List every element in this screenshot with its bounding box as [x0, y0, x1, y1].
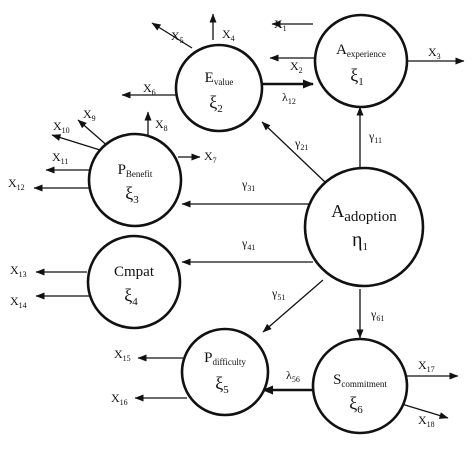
node-compat: Cmpat ξ4 [86, 234, 182, 330]
coef-label-lambda12: λ12 [282, 90, 296, 106]
node-commitment-greek-sub: 6 [357, 404, 363, 416]
svg-text:Aexperience: Aexperience [336, 42, 386, 59]
node-commitment-main: S [333, 372, 341, 388]
indicator-label-x9: X9 [83, 107, 96, 123]
node-experience-greek-sub: 1 [358, 76, 364, 88]
svg-text:ξ1: ξ1 [350, 65, 364, 88]
indicator-arrow-x9 [77, 119, 111, 149]
coef-label-gamma61: γ61 [370, 307, 384, 323]
coef-label-gamma51: γ51 [271, 286, 285, 302]
node-difficulty-greek-sub: 5 [223, 384, 229, 396]
node-experience-sub: experience [347, 49, 386, 59]
svg-text:Pdifficulty: Pdifficulty [204, 350, 246, 367]
coef-label-gamma11: γ11 [368, 129, 382, 145]
path-adoption-to-difficulty [262, 279, 324, 333]
node-difficulty-sub: difficulty [213, 357, 247, 367]
indicator-label-x11: X11 [52, 150, 68, 166]
svg-text:ξ2: ξ2 [209, 92, 223, 115]
node-value: Evalue ξ2 [174, 43, 264, 133]
indicator-label-x7: X7 [204, 149, 217, 165]
node-value-greek-sub: 2 [217, 103, 223, 115]
indicator-label-x8: X8 [155, 117, 168, 133]
node-benefit: PBenefit ξ3 [87, 132, 183, 228]
node-benefit-sub: Benefit [126, 169, 153, 179]
node-benefit-greek-sub: 3 [133, 194, 139, 206]
node-adoption-main: A [331, 201, 344, 221]
node-adoption: Aadoption η1 [303, 166, 425, 288]
node-commitment-greek: ξ [349, 393, 357, 413]
svg-text:PBenefit: PBenefit [118, 162, 153, 179]
node-benefit-main: P [118, 162, 126, 178]
node-value-main: E [205, 70, 214, 86]
node-difficulty: Pdifficulty ξ5 [180, 327, 270, 417]
svg-text:Evalue: Evalue [205, 70, 234, 87]
indicator-label-x14: X14 [10, 294, 27, 310]
node-commitment: Scommitment ξ6 [311, 337, 409, 435]
indicator-label-x10: X10 [53, 119, 70, 135]
indicator-label-x18: X18 [418, 413, 435, 429]
indicator-arrow-x5 [151, 22, 193, 49]
indicator-label-x16: X16 [111, 391, 128, 407]
node-value-sub: value [214, 77, 234, 87]
indicator-label-x12: X12 [8, 176, 25, 192]
svg-text:ξ4: ξ4 [124, 285, 138, 308]
indicator-label-x6: X6 [143, 81, 156, 97]
svg-text:η1: η1 [352, 229, 368, 253]
node-compat-main: Cmpat [114, 264, 155, 280]
indicator-label-x5: X5 [171, 29, 184, 45]
svg-text:ξ3: ξ3 [125, 183, 139, 206]
path-adoption-to-value [261, 121, 326, 183]
node-difficulty-greek: ξ [215, 373, 223, 393]
coef-label-gamma41: γ41 [241, 236, 255, 252]
svg-text:Aadoption: Aadoption [331, 201, 397, 225]
svg-text:ξ6: ξ6 [349, 393, 363, 416]
indicator-label-x4: X4 [222, 27, 235, 43]
indicator-label-x3: X3 [428, 45, 441, 61]
node-adoption-greek: η [352, 229, 362, 251]
coef-label-gamma21: γ21 [294, 136, 308, 152]
node-compat-greek: ξ [124, 285, 132, 305]
node-adoption-sub: adoption [344, 209, 397, 225]
svg-text:ξ5: ξ5 [215, 373, 229, 396]
coef-label-gamma31: γ31 [241, 177, 255, 193]
indicator-label-x13: X13 [10, 263, 27, 279]
node-adoption-greek-sub: 1 [362, 241, 368, 253]
indicator-label-x15: X15 [114, 347, 131, 363]
node-benefit-greek: ξ [125, 183, 133, 203]
node-experience-greek: ξ [350, 65, 358, 85]
indicator-arrow-x10 [51, 134, 101, 151]
indicator-label-x17: X17 [418, 358, 435, 374]
node-difficulty-main: P [204, 350, 212, 366]
node-value-greek: ξ [209, 92, 217, 112]
node-commitment-sub: commitment [341, 379, 387, 389]
svg-text:Scommitment: Scommitment [333, 372, 387, 389]
node-compat-greek-sub: 4 [132, 296, 138, 308]
node-experience-main: A [336, 42, 347, 58]
coef-label-lambda56: λ56 [286, 368, 300, 384]
indicator-label-x1: X1 [274, 17, 287, 33]
node-experience: Aexperience ξ1 [313, 13, 409, 109]
indicator-label-x2: X2 [290, 59, 303, 75]
